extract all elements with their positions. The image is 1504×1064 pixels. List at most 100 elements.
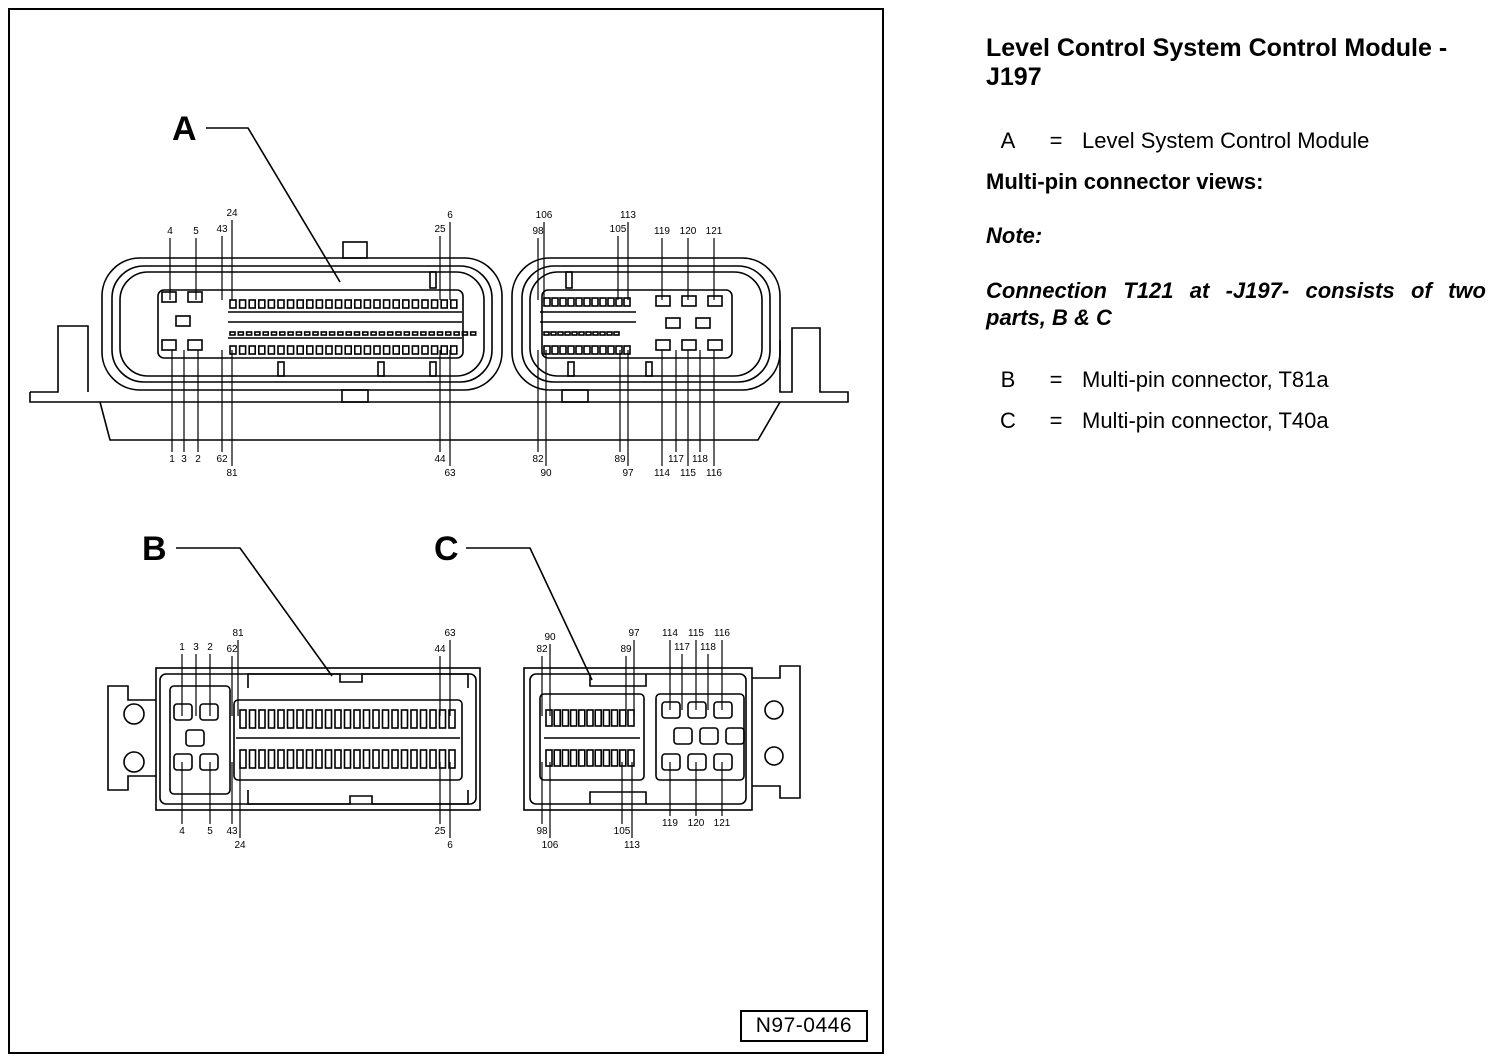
pin-cavity [343, 749, 352, 769]
pin-number-label: 114 [654, 468, 670, 479]
pin-cavity [615, 345, 623, 355]
pin-number-label: 3 [181, 454, 187, 465]
pin-cavity [421, 345, 429, 355]
pin-cavity [373, 299, 381, 309]
pin-cavity [239, 709, 247, 729]
pin-cavity [238, 299, 247, 309]
pin-cavity [392, 345, 401, 355]
pin-cavity [248, 299, 256, 309]
legend-equals: = [1049, 128, 1063, 153]
pin-cavity [315, 709, 323, 729]
pin-number-label: 120 [680, 226, 697, 237]
pin-number-label: 113 [624, 840, 640, 851]
pin-cavity [229, 345, 237, 355]
pin-number-label: 105 [614, 826, 631, 837]
pin-cavity [401, 345, 410, 355]
pin-cavity [545, 749, 553, 767]
pin-cavity [254, 331, 261, 336]
pin-cavity [569, 709, 578, 727]
pin-cavity [449, 345, 458, 355]
pin-cavity [599, 345, 607, 355]
note-text: Connection T121 at -J197- consists of tw… [986, 278, 1486, 330]
pin-cavity [438, 709, 447, 729]
pin-cavity [286, 299, 295, 309]
pin-number-label: 90 [540, 468, 552, 479]
pin-cavity [543, 345, 551, 355]
pin-cavity [245, 331, 253, 336]
pin-cavity [559, 345, 567, 355]
pin-number-label: 82 [532, 454, 544, 465]
pin-cavity [661, 753, 681, 771]
pin-cavity [229, 331, 236, 336]
pin-number-label: 24 [234, 840, 246, 851]
pin-cavity [655, 339, 671, 351]
pin-number-label: 121 [714, 818, 731, 829]
pin-number-label: 81 [232, 628, 244, 639]
pin-cavity [440, 345, 449, 355]
pin-number-label: 5 [193, 226, 199, 237]
pin-cavity [551, 345, 559, 355]
pin-cavity [444, 331, 452, 336]
pin-cavity [400, 749, 409, 769]
pin-cavity [599, 331, 606, 336]
pin-number-label: 117 [668, 454, 684, 465]
pin-cavity [334, 749, 342, 769]
page-title: Level Control System Control Module - J1… [986, 34, 1448, 91]
pin-cavity [315, 749, 323, 769]
pin-cavity [353, 345, 362, 355]
pin-cavity [411, 345, 420, 355]
pin-number-label: 2 [207, 642, 213, 653]
legend-panel: Level Control System Control Module - J1… [986, 34, 1486, 449]
pin-cavity [403, 331, 411, 336]
pin-cavity [267, 749, 276, 769]
pin-cavity [382, 299, 391, 309]
legend-equals: = [1049, 408, 1063, 433]
module-a-housing [29, 241, 849, 441]
pin-number-label: 62 [226, 644, 238, 655]
pin-cavity [429, 709, 437, 729]
pin-cavity [607, 297, 615, 307]
pin-cavity [623, 297, 631, 307]
pin-cavity [372, 709, 380, 729]
legend-description: Multi-pin connector, T81a [1082, 367, 1329, 392]
pin-cavity [615, 297, 623, 307]
pin-cavity [370, 331, 377, 336]
pin-cavity [248, 749, 257, 769]
pin-cavity [559, 297, 567, 307]
pin-cavity [623, 345, 631, 355]
pin-number-label: 24 [226, 208, 238, 219]
pin-cavity [392, 299, 401, 309]
pin-cavity [248, 345, 256, 355]
pin-cavity [344, 299, 353, 309]
pin-cavity [296, 709, 304, 729]
pin-cavity [325, 299, 333, 309]
pin-cavity [295, 331, 303, 336]
pin-cavity [328, 331, 336, 336]
pin-cavity [561, 709, 570, 727]
pin-number-label: 115 [680, 468, 696, 479]
callout-c: C [434, 530, 459, 568]
pin-cavity [382, 345, 391, 355]
pin-cavity [411, 331, 419, 336]
pin-cavity [305, 709, 314, 729]
pin-cavity [618, 749, 627, 767]
pin-number-label: 98 [532, 226, 544, 237]
pin-cavity [592, 331, 599, 336]
pin-cavity [277, 709, 285, 729]
legend-description: Multi-pin connector, T40a [1082, 408, 1329, 433]
pin-cavity [173, 703, 193, 721]
pin-cavity [550, 331, 557, 336]
pin-cavity [229, 299, 237, 309]
pin-cavity [561, 749, 570, 767]
pin-cavity [453, 331, 460, 336]
pin-cavity [610, 709, 619, 727]
pin-cavity [695, 317, 711, 329]
note-label: Note: [986, 223, 1043, 248]
pin-number-label: 113 [620, 210, 636, 221]
pin-cavity [315, 345, 324, 355]
pin-number-label: 62 [216, 454, 228, 465]
pin-cavity [448, 749, 456, 769]
pin-number-label: 115 [688, 628, 704, 639]
pin-cavity [185, 729, 205, 747]
pin-number-label: 89 [614, 454, 626, 465]
